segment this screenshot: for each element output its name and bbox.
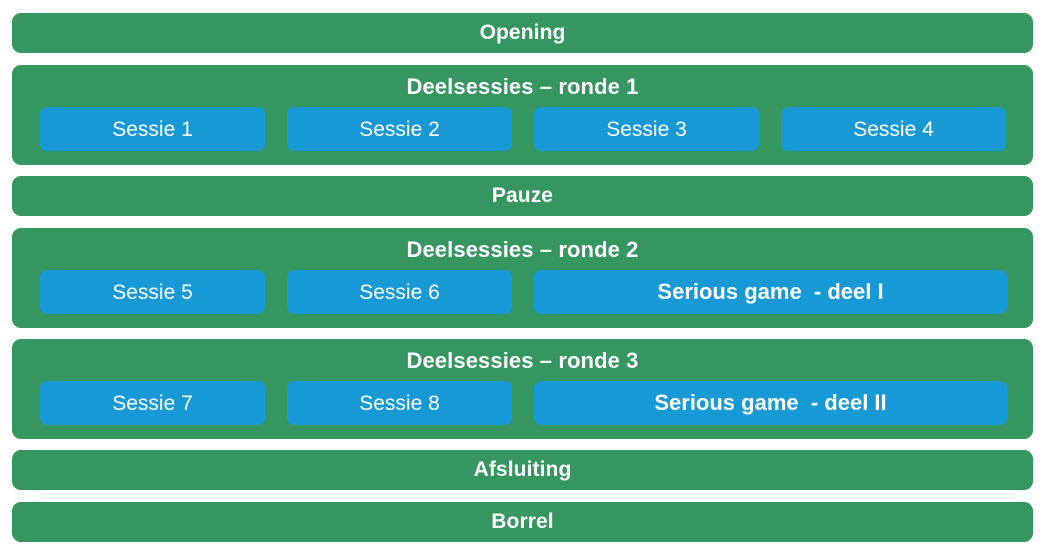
- band-title-ronde-3: Deelsessies – ronde 3: [406, 348, 639, 373]
- session-box-sessie-5[interactable]: Sessie 5: [40, 270, 265, 315]
- session-box-sessie-1[interactable]: Sessie 1: [40, 107, 265, 152]
- band-title-ronde-2: Deelsessies – ronde 2: [406, 237, 639, 262]
- session-box-sessie-8[interactable]: Sessie 8: [287, 381, 512, 426]
- session-box-serious-game-deel-2[interactable]: Serious game - deel II: [534, 381, 1007, 426]
- band-title-pauze: Pauze: [491, 184, 554, 208]
- band-ronde-2: Deelsessies – ronde 2 Sessie 5 Sessie 6 …: [12, 228, 1033, 328]
- band-ronde-3: Deelsessies – ronde 3 Sessie 7 Sessie 8 …: [12, 339, 1033, 439]
- session-box-serious-game-deel-1[interactable]: Serious game - deel I: [534, 270, 1007, 315]
- band-title-opening: Opening: [479, 21, 566, 45]
- session-box-sessie-2[interactable]: Sessie 2: [287, 107, 512, 152]
- band-afsluiting: Afsluiting: [12, 450, 1033, 490]
- session-row-ronde-2: Sessie 5 Sessie 6 Serious game - deel I: [12, 270, 1033, 315]
- band-ronde-1: Deelsessies – ronde 1 Sessie 1 Sessie 2 …: [12, 65, 1033, 165]
- band-title-afsluiting: Afsluiting: [473, 458, 572, 482]
- session-row-ronde-1: Sessie 1 Sessie 2 Sessie 3 Sessie 4: [12, 107, 1033, 152]
- band-opening: Opening: [12, 13, 1033, 53]
- session-box-sessie-4[interactable]: Sessie 4: [781, 107, 1006, 152]
- band-title-borrel: Borrel: [491, 510, 554, 534]
- session-row-ronde-3: Sessie 7 Sessie 8 Serious game - deel II: [12, 381, 1033, 426]
- band-title-ronde-1: Deelsessies – ronde 1: [406, 74, 639, 99]
- band-borrel: Borrel: [12, 502, 1033, 542]
- session-box-sessie-6[interactable]: Sessie 6: [287, 270, 512, 315]
- session-box-sessie-7[interactable]: Sessie 7: [40, 381, 265, 426]
- session-box-sessie-3[interactable]: Sessie 3: [534, 107, 759, 152]
- band-pauze: Pauze: [12, 176, 1033, 216]
